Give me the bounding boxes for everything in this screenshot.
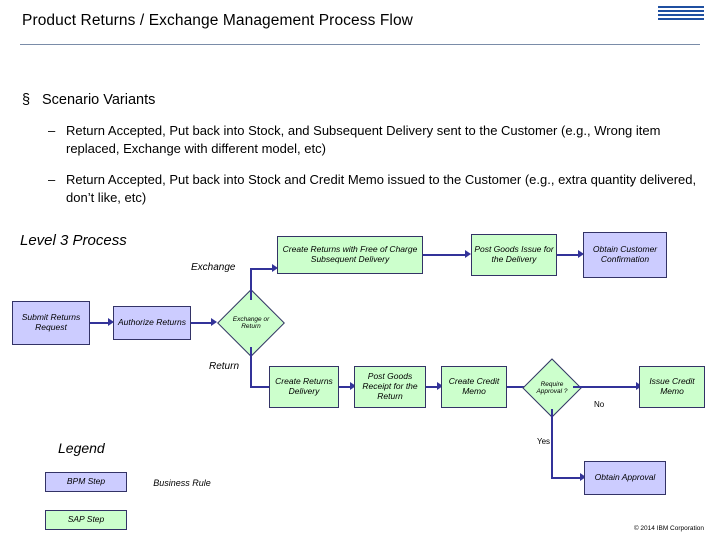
- node-authorize-returns[interactable]: Authorize Returns: [113, 306, 191, 340]
- arrowhead-right: [108, 318, 114, 326]
- connector-return-right: [250, 386, 274, 388]
- bullet-item-text: Return Accepted, Put back into Stock, an…: [66, 123, 661, 156]
- arrowhead-right: [465, 250, 471, 258]
- connector-pgr-to-credit-memo: [426, 386, 438, 388]
- bullet-section-heading: § Scenario Variants: [22, 92, 702, 108]
- arrowhead-right: [211, 318, 217, 326]
- legend-title: Legend: [58, 440, 105, 456]
- node-post-goods-receipt[interactable]: Post Goods Receipt for the Return: [354, 366, 426, 408]
- connector-create-returns-to-pgi: [423, 254, 466, 256]
- connector-authorize-to-decision: [191, 322, 212, 324]
- section-bullet-mark: §: [22, 92, 31, 108]
- arrowhead-right: [437, 382, 443, 390]
- arrowhead-right: [580, 473, 586, 481]
- node-create-credit-memo[interactable]: Create Credit Memo: [441, 366, 507, 408]
- level-3-process-label: Level 3 Process: [20, 232, 127, 249]
- arrowhead-right: [272, 264, 278, 272]
- label-return: Return: [209, 361, 240, 372]
- legend-item-bpm-step: BPM Step: [45, 472, 127, 492]
- connector-submit-to-authorize: [90, 322, 109, 324]
- section-heading-label: Scenario Variants: [42, 92, 156, 108]
- page-title: Product Returns / Exchange Management Pr…: [22, 12, 413, 29]
- label-yes: Yes: [537, 437, 551, 446]
- node-issue-credit-memo[interactable]: Issue Credit Memo: [639, 366, 705, 408]
- node-create-returns-delivery[interactable]: Create Returns Delivery: [269, 366, 339, 408]
- connector-crd-to-pgr: [339, 386, 351, 388]
- bullet-item-text: Return Accepted, Put back into Stock and…: [66, 172, 697, 205]
- arrowhead-right: [578, 250, 584, 258]
- decision-exchange-or-return[interactable]: Exchange or Return: [217, 289, 285, 357]
- legend-item-business-rule: Business Rule: [138, 474, 226, 492]
- scenario-variants-block: § Scenario Variants – Return Accepted, P…: [22, 92, 702, 220]
- connector-credit-memo-to-decision: [507, 386, 529, 388]
- connector-decision-down: [250, 347, 252, 387]
- label-no: No: [594, 400, 605, 409]
- copyright-notice: © 2014 IBM Corporation: [633, 525, 704, 532]
- title-divider: [20, 44, 700, 45]
- dash-bullet-mark: –: [48, 123, 56, 138]
- decision-require-approval[interactable]: Require Approval ?: [522, 358, 582, 418]
- node-obtain-customer-confirmation[interactable]: Obtain Customer Confirmation: [583, 232, 667, 278]
- bullet-item: – Return Accepted, Put back into Stock, …: [22, 122, 702, 157]
- node-submit-returns-request[interactable]: Submit Returns Request: [12, 301, 90, 345]
- connector-yes-down: [551, 409, 553, 477]
- connector-exchange-right: [250, 268, 274, 270]
- dash-bullet-mark: –: [48, 172, 56, 188]
- label-exchange: Exchange: [191, 262, 236, 273]
- arrowhead-right: [350, 382, 356, 390]
- ibm-logo-icon: [658, 4, 704, 24]
- decision-label: Require Approval ?: [536, 380, 568, 395]
- decision-label: Exchange or Return: [232, 315, 270, 330]
- node-create-returns-free-of-charge[interactable]: Create Returns with Free of Charge Subse…: [277, 236, 423, 274]
- connector-decision-up: [250, 268, 252, 300]
- connector-no-to-issue-credit-memo: [573, 386, 637, 388]
- connector-pgi-to-confirmation: [557, 254, 579, 256]
- node-post-goods-issue[interactable]: Post Goods Issue for the Delivery: [471, 234, 557, 276]
- node-obtain-approval[interactable]: Obtain Approval: [584, 461, 666, 495]
- legend-item-sap-step: SAP Step: [45, 510, 127, 530]
- connector-yes-right: [551, 477, 581, 479]
- bullet-item: – Return Accepted, Put back into Stock a…: [22, 171, 702, 206]
